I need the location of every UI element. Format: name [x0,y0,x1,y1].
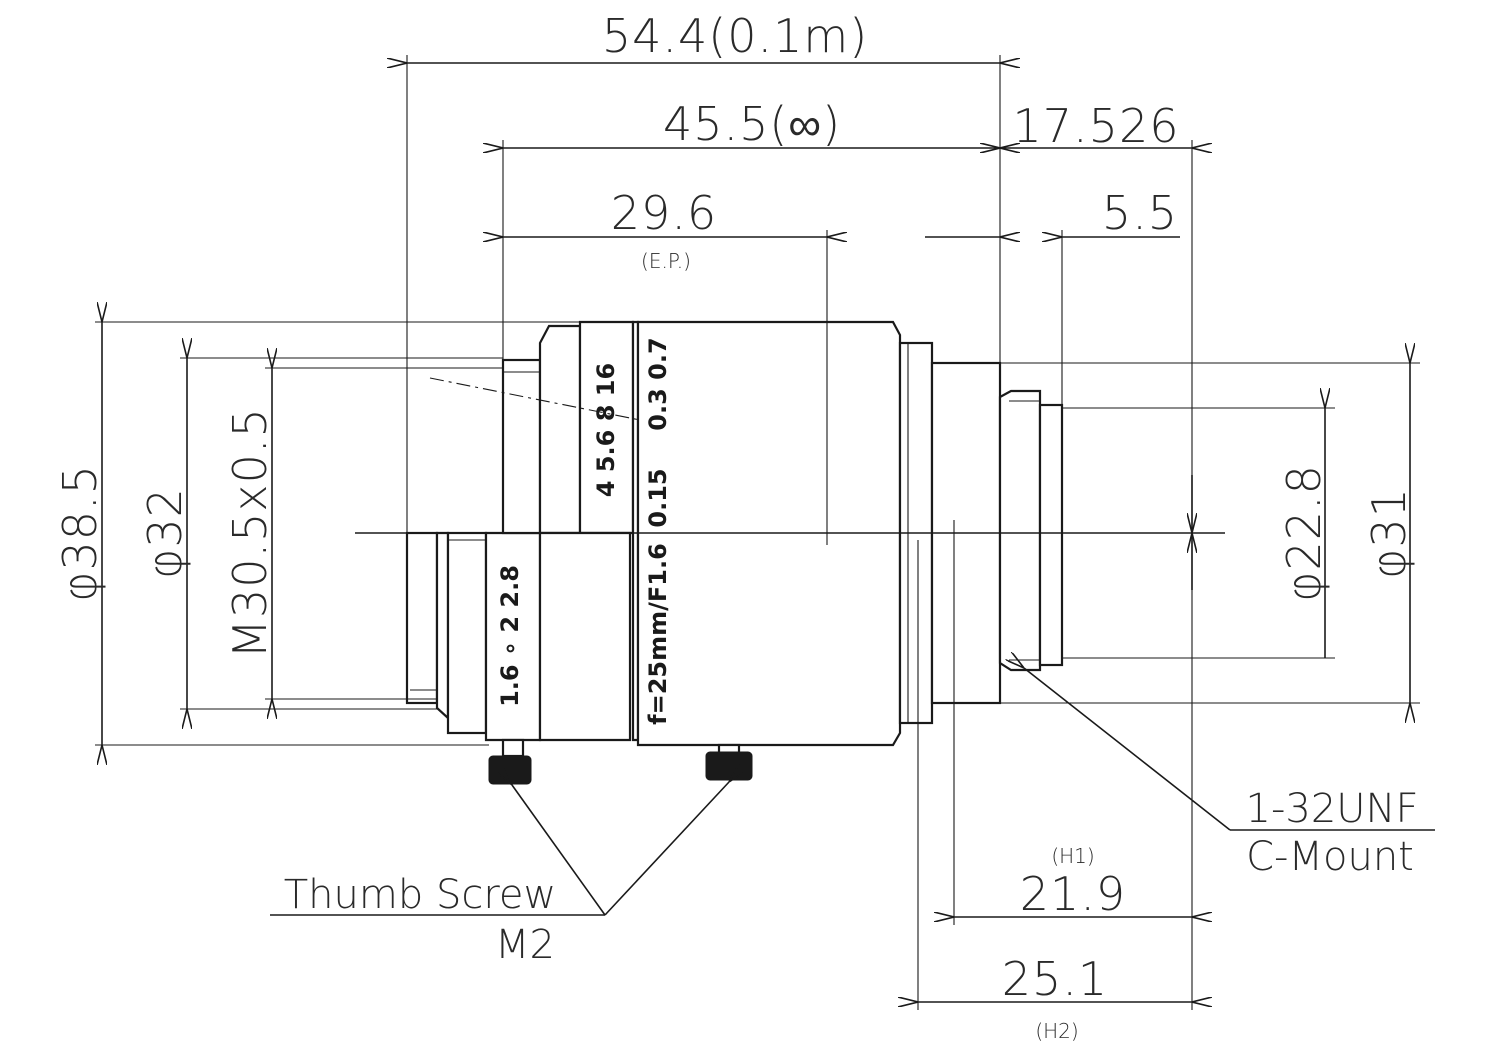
dim-dia-front: φ38.5 [53,464,107,602]
dimension-lines [102,63,1435,1002]
focal-spec-marking: f=25mm/F1.6 [644,543,672,725]
front-barrel-upper [501,358,542,535]
dim-h2-label: (H2) [1035,1019,1078,1043]
dim-mount-depth: 5.5 [1102,186,1178,240]
focus-scale: 0.3 0.7 [644,337,672,430]
dim-h1-label: (H1) [1051,844,1094,868]
lens-body [405,320,1064,747]
front-chamfer-lower [435,531,450,721]
aperture-scale: 1.6 ∘ 2 2.8 [496,565,524,707]
front-barrel-lower [446,531,488,735]
dim-dia-31: φ31 [1362,487,1416,579]
dim-length-infinity: 45.5(∞) [663,97,841,151]
mount-type-label: C-Mount [1246,834,1414,880]
dim-h1-value: 21.9 [1020,867,1126,921]
dim-h2-value: 25.1 [1002,952,1108,1006]
dim-overall-length: 54.4(0.1m) [602,9,868,63]
thumb-screw-front [488,738,532,785]
dim-dia-32: φ32 [138,487,192,579]
dim-filter-thread: M30.5x0.5 [223,407,277,659]
thumb-screw-rear [705,743,753,781]
dim-entrance-pupil: 29.6 [611,186,717,240]
dim-flange-back: 17.526 [1013,99,1180,153]
thumb-screw-label: Thumb Screw [284,872,556,918]
focus-leader-line [429,377,641,421]
aperture-spacer-lower [538,531,632,742]
front-ring-lower [405,531,439,705]
thumb-screw-size-label: M2 [495,922,555,968]
mount-thread-label: 1-32UNF [1246,786,1419,832]
c-mount-thread [998,389,1042,672]
dim-dia-22-8: φ22.8 [1277,464,1331,602]
dim-entrance-pupil-note: (E.P.) [641,249,691,273]
f-number-scale: 4 5.6 8 16 [592,363,620,497]
rear-protrusion [1038,403,1064,667]
focus-near-marking: 0.15 [644,468,672,527]
aperture-ring-upper [538,324,582,535]
